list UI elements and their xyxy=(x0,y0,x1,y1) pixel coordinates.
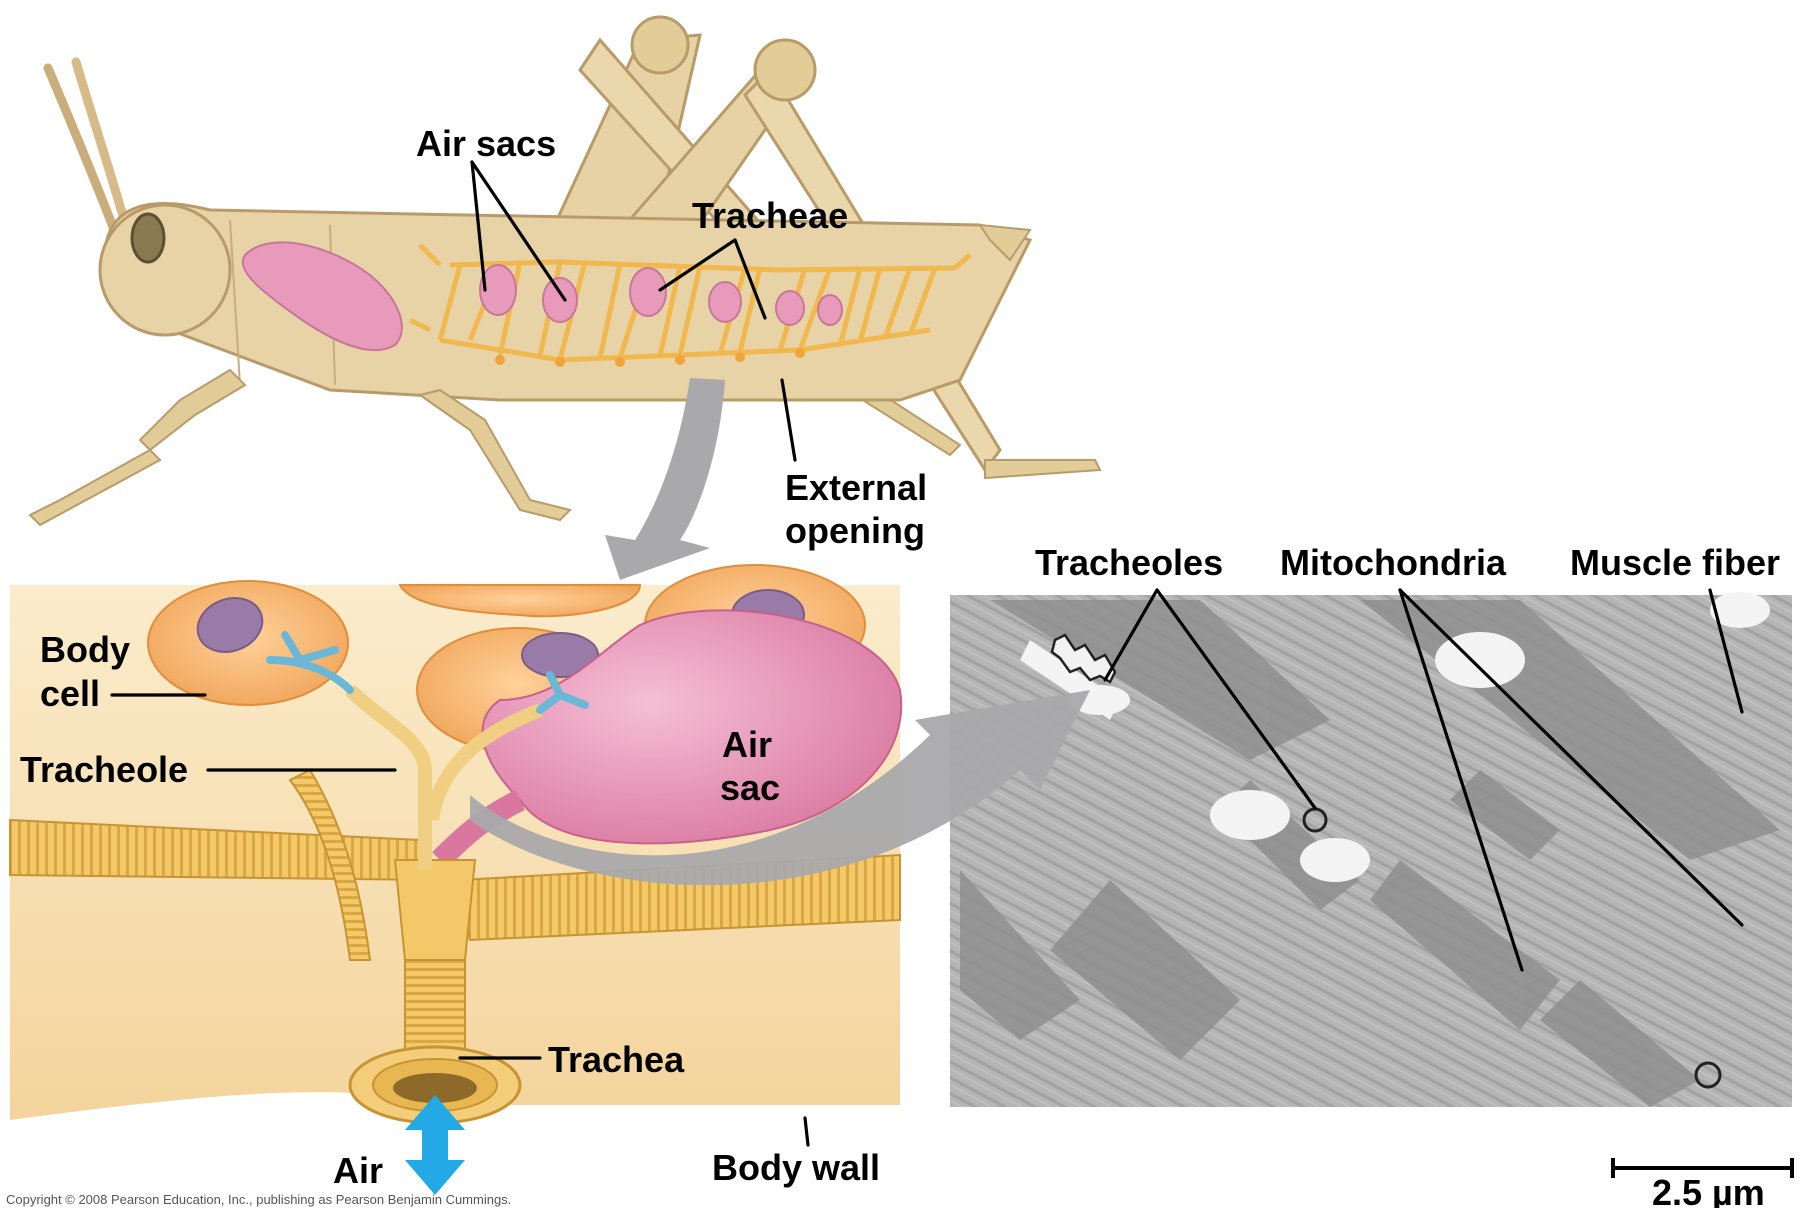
label-air: Air xyxy=(333,1150,383,1191)
label-body-wall: Body wall xyxy=(712,1147,880,1188)
body-wall-leader xyxy=(805,1118,808,1145)
label-external-opening-1: External xyxy=(785,467,927,508)
label-body-cell-1: Body xyxy=(40,629,130,670)
front-leg xyxy=(140,370,245,450)
label-muscle-fiber: Muscle fiber xyxy=(1570,542,1780,583)
grasshopper-illustration xyxy=(30,17,1100,525)
label-air-sac-1: Air xyxy=(722,724,772,765)
electron-micrograph xyxy=(950,590,1792,1107)
trachea-junction xyxy=(395,860,475,960)
front-leg-lower xyxy=(30,450,160,525)
label-tracheole: Tracheole xyxy=(20,749,188,790)
knee-front xyxy=(755,40,815,100)
trachea-vertical xyxy=(405,960,465,1050)
label-scale-bar: 2.5 µm xyxy=(1652,1172,1765,1208)
copyright-notice: Copyright © 2008 Pearson Education, Inc.… xyxy=(6,1192,511,1207)
label-body-cell-2: cell xyxy=(40,673,100,714)
label-air-sac-2: sac xyxy=(720,767,780,808)
middle-leg xyxy=(420,390,570,520)
zoom-arrow-down-icon xyxy=(605,378,725,580)
label-air-sacs: Air sacs xyxy=(416,123,556,164)
label-mitochondria: Mitochondria xyxy=(1280,542,1507,583)
hind-foot xyxy=(985,460,1100,478)
compound-eye xyxy=(132,214,164,262)
label-external-opening-2: opening xyxy=(785,510,925,551)
label-tracheae: Tracheae xyxy=(692,195,848,236)
knee-back xyxy=(632,17,688,73)
label-tracheoles: Tracheoles xyxy=(1035,542,1223,583)
grasshopper-head xyxy=(100,205,230,335)
label-trachea: Trachea xyxy=(548,1039,685,1080)
